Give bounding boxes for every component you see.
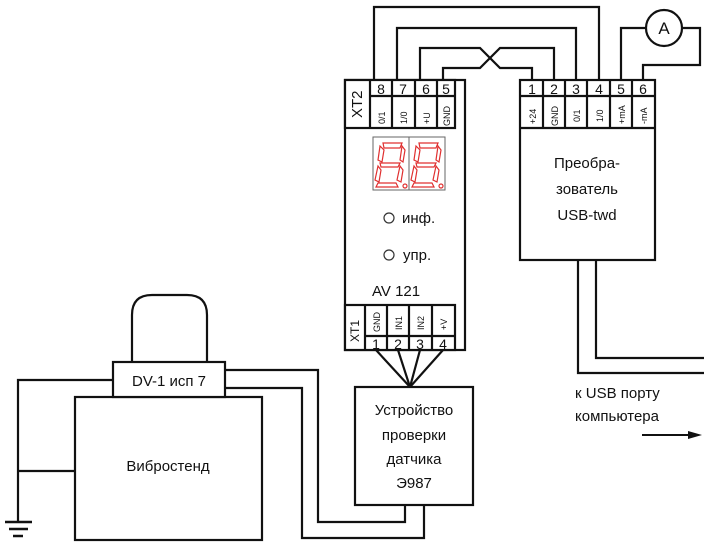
tester-title: Устройство bbox=[375, 402, 453, 419]
tester-title: проверки bbox=[382, 427, 446, 444]
wires-xt1 bbox=[375, 349, 444, 388]
converter-pin-num: 6 bbox=[639, 81, 647, 97]
converter-pin-label: -mA bbox=[639, 108, 649, 125]
ground-icon bbox=[5, 520, 32, 538]
xt2-pin-label: 0/1 bbox=[377, 111, 387, 124]
xt2-pin-num: 7 bbox=[399, 81, 407, 97]
controller-av121: XT2 8 7 6 5 0/1 1/0 +U GND инф. bbox=[343, 78, 467, 353]
converter-pin-num: 2 bbox=[550, 81, 558, 97]
converter-pin-num: 1 bbox=[528, 81, 536, 97]
wires-sensor bbox=[16, 293, 426, 540]
xt1-pin-label: IN1 bbox=[394, 316, 404, 330]
xt2-pin-num: 6 bbox=[422, 81, 430, 97]
ammeter: A bbox=[644, 8, 684, 48]
converter-pin-label: +24 bbox=[528, 109, 538, 124]
usb-label: компьютера bbox=[575, 408, 660, 425]
converter-terminals: 1 2 3 4 5 6 +24 GND 0/1 1/0 +mA -mA bbox=[528, 81, 649, 126]
usb-label: к USB порту bbox=[575, 385, 660, 402]
seven-segment-display bbox=[372, 136, 446, 191]
led-info-icon bbox=[383, 212, 395, 224]
xt2-pin-label: GND bbox=[442, 106, 452, 127]
converter-pin-label: GND bbox=[550, 106, 560, 127]
converter-pin-num: 4 bbox=[595, 81, 603, 97]
stand-label: Вибростенд bbox=[126, 458, 209, 475]
xt1-pin-num: 2 bbox=[394, 336, 402, 352]
xt2-label: XT2 bbox=[349, 90, 366, 118]
xt1-pin-label: +V bbox=[439, 319, 449, 330]
arrow-right-icon bbox=[642, 431, 702, 439]
tester-title: Э987 bbox=[396, 475, 432, 492]
sensor-label: DV-1 исп 7 bbox=[132, 373, 206, 390]
led-control-label: упр. bbox=[403, 247, 431, 264]
wires-usb bbox=[576, 260, 704, 375]
vibration-stand: Вибростенд bbox=[73, 395, 264, 542]
xt2-pin-num: 8 bbox=[377, 81, 385, 97]
sensor-dv1: DV-1 исп 7 bbox=[111, 360, 227, 399]
xt2-pin-label: +U bbox=[422, 112, 432, 124]
xt1-pin-label: IN2 bbox=[416, 316, 426, 330]
xt1-pin-num: 3 bbox=[416, 336, 424, 352]
xt1-terminals: GND IN1 IN2 +V 1 2 3 4 bbox=[372, 312, 449, 353]
xt2-terminals: 8 7 6 5 0/1 1/0 +U GND bbox=[377, 81, 452, 126]
xt1-pin-num: 4 bbox=[439, 336, 447, 352]
xt2-pin-label: 1/0 bbox=[399, 111, 409, 124]
xt1-pin-label: GND bbox=[372, 312, 382, 333]
controller-model: AV 121 bbox=[372, 283, 420, 300]
converter-pin-num: 3 bbox=[572, 81, 580, 97]
converter-usb-twd: 1 2 3 4 5 6 +24 GND 0/1 1/0 +mA -mA Прео… bbox=[518, 78, 657, 262]
xt1-pin-num: 1 bbox=[372, 336, 380, 352]
converter-pin-num: 5 bbox=[617, 81, 625, 97]
led-control-icon bbox=[383, 249, 395, 261]
converter-pin-label: 1/0 bbox=[595, 109, 605, 122]
converter-title: зователь bbox=[556, 181, 618, 198]
converter-title: Преобра- bbox=[554, 155, 620, 172]
tester-title: датчика bbox=[386, 451, 442, 468]
xt1-label: XT1 bbox=[348, 320, 362, 342]
converter-pin-label: +mA bbox=[617, 105, 627, 124]
converter-title: USB-twd bbox=[557, 207, 616, 224]
wires-top bbox=[372, 5, 702, 81]
xt2-pin-num: 5 bbox=[442, 81, 450, 97]
led-info-label: инф. bbox=[402, 210, 435, 227]
ammeter-label: A bbox=[658, 19, 670, 38]
converter-pin-label: 0/1 bbox=[572, 109, 582, 122]
tester-e987: Устройство проверки датчика Э987 bbox=[353, 385, 475, 507]
